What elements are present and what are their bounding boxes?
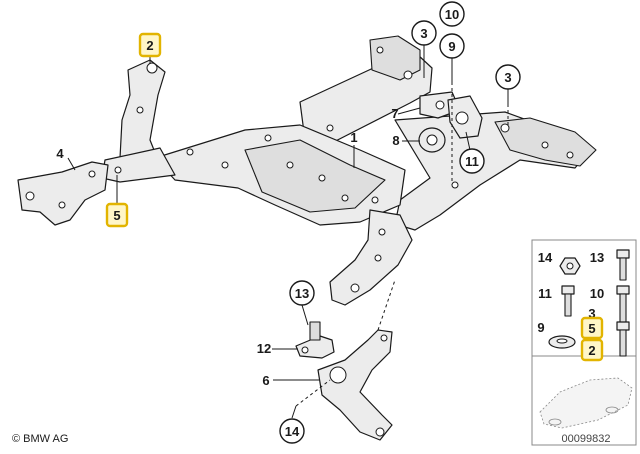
svg-text:14: 14 <box>538 250 553 265</box>
callout-washer-left[interactable]: 5 <box>105 202 129 228</box>
legend-callout-washer[interactable]: 5 <box>580 316 604 340</box>
svg-text:3: 3 <box>504 70 511 85</box>
callout-bolt-bottom[interactable]: 14 <box>279 418 305 444</box>
callout-sensor[interactable]: 12 <box>257 341 271 356</box>
svg-text:11: 11 <box>538 286 552 301</box>
svg-text:3: 3 <box>420 26 427 41</box>
callout-bolt-upper-mid[interactable]: 3 <box>411 20 437 46</box>
callout-bolt-top[interactable]: 10 <box>439 1 465 27</box>
svg-text:9: 9 <box>537 320 544 335</box>
svg-text:10: 10 <box>590 286 604 301</box>
svg-text:3: 3 <box>588 306 595 321</box>
copyright-text: © BMW AG <box>12 433 68 445</box>
svg-text:5: 5 <box>113 208 120 223</box>
clamp[interactable] <box>447 95 483 139</box>
legend-callout-bolt[interactable]: 2 <box>580 338 604 362</box>
callout-bracket-left[interactable]: 4 <box>56 146 64 161</box>
svg-text:11: 11 <box>465 154 479 169</box>
callout-nut-top[interactable]: 9 <box>439 33 465 59</box>
svg-text:6: 6 <box>262 373 269 388</box>
bolt-icon <box>616 249 630 281</box>
svg-text:5: 5 <box>588 321 595 336</box>
svg-text:13: 13 <box>590 250 604 265</box>
svg-text:14: 14 <box>285 424 300 439</box>
callout-rubber-mount[interactable]: 8 <box>392 133 399 148</box>
svg-text:10: 10 <box>445 7 459 22</box>
svg-text:13: 13 <box>295 286 309 301</box>
svg-text:8: 8 <box>392 133 399 148</box>
svg-text:7: 7 <box>391 106 398 121</box>
callout-bolt-right[interactable]: 3 <box>495 64 521 90</box>
diagram-number: 00099832 <box>562 433 611 445</box>
callout-clamp[interactable]: 11 <box>459 148 485 174</box>
bolt-icon <box>616 321 630 357</box>
sensor[interactable] <box>295 321 335 359</box>
callout-bushing-bracket[interactable]: 7 <box>391 106 398 121</box>
svg-text:12: 12 <box>257 341 271 356</box>
svg-text:9: 9 <box>448 39 455 54</box>
rubber-mount[interactable] <box>418 127 446 153</box>
callout-wishbone[interactable]: 6 <box>262 373 269 388</box>
callout-bolt-sensor[interactable]: 13 <box>289 280 315 306</box>
svg-text:4: 4 <box>56 146 64 161</box>
svg-text:1: 1 <box>350 130 357 145</box>
svg-text:2: 2 <box>588 343 595 358</box>
left-bracket[interactable] <box>17 161 109 226</box>
svg-text:2: 2 <box>146 38 153 53</box>
leader-lines <box>67 45 509 419</box>
wishbone[interactable] <box>317 329 393 441</box>
front-axle-subframe[interactable] <box>101 35 597 306</box>
legend-labels: 14 13 11 10 3 9 <box>537 250 604 335</box>
callout-bolt-upper-left[interactable]: 2 <box>138 32 162 58</box>
vehicle-icon <box>539 377 633 429</box>
bolt-icon <box>561 285 575 317</box>
callout-frame[interactable]: 1 <box>350 130 357 145</box>
